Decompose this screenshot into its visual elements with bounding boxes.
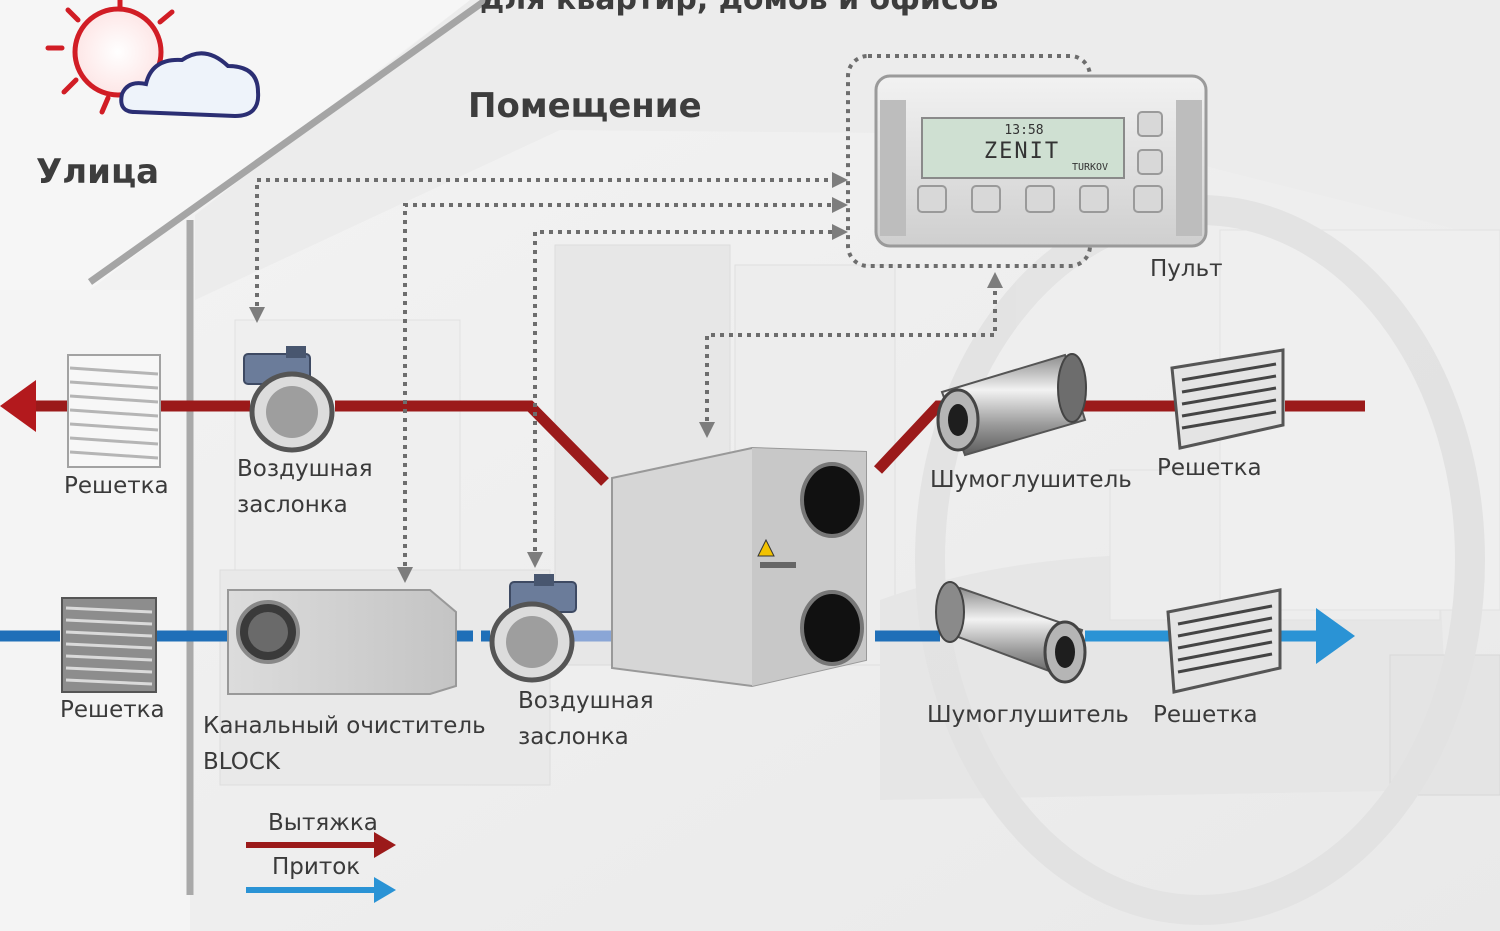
grille-top-room-label: Решетка — [1157, 455, 1262, 481]
supply-in-arrow — [1316, 608, 1355, 664]
damper-bottom-label-2: заслонка — [518, 724, 629, 750]
controller-label: Пульт — [1150, 256, 1223, 282]
duct-filter-block — [227, 589, 457, 695]
power-icon — [917, 185, 947, 213]
heat-recovery-unit — [611, 446, 867, 688]
exhaust-out-arrow — [0, 380, 36, 432]
air-damper-bottom — [489, 574, 577, 683]
legend-exhaust-label: Вытяжка — [268, 810, 378, 836]
grille-bottom-room-label: Решетка — [1153, 702, 1258, 728]
cloud-icon — [119, 51, 261, 119]
damper-top-label-2: заслонка — [237, 492, 348, 518]
grille-exhaust-outside-label: Решетка — [64, 473, 169, 499]
silencer-bottom-label: Шумоглушитель — [927, 702, 1129, 728]
zone-street-label: Улица — [36, 152, 160, 192]
grille-supply-outside-label: Решетка — [60, 697, 165, 723]
zone-room-label: Помещение — [468, 86, 702, 126]
supply-intake-grille — [61, 597, 157, 693]
check-icon — [1137, 149, 1163, 175]
exhaust-louver-grille — [67, 354, 161, 468]
controller-maker: TURKOV — [1072, 162, 1108, 173]
fan-icon — [971, 185, 1001, 213]
settings-icon — [1133, 185, 1163, 213]
zenit-controller — [874, 74, 1208, 248]
mode-icon — [1025, 185, 1055, 213]
room-grille-bottom — [1166, 588, 1282, 694]
damper-bottom-label-1: Воздушная — [518, 688, 654, 714]
silencer-top-label: Шумоглушитель — [930, 467, 1132, 493]
sun-icon — [45, 0, 175, 115]
silencer-bottom — [935, 581, 1087, 684]
roof-line — [87, 0, 492, 285]
air-damper-top — [243, 346, 335, 453]
damper-top-label-1: Воздушная — [237, 456, 373, 482]
legend-exhaust-arrow — [246, 832, 396, 858]
legend-supply-label: Приток — [272, 854, 361, 880]
warning-icon — [757, 538, 775, 557]
menu-icon — [1137, 111, 1163, 137]
silencer-top — [936, 353, 1087, 457]
controller-brand: ZENIT — [984, 139, 1060, 164]
controller-time: 13:58 — [1004, 123, 1043, 138]
diagram-title: для квартир, домов и офисов — [480, 0, 998, 17]
room-grille-top — [1170, 348, 1285, 450]
heat-icon — [1079, 185, 1109, 213]
legend-supply-arrow — [246, 877, 396, 903]
filter-label-2: BLOCK — [203, 749, 281, 775]
filter-label-1: Канальный очиститель — [203, 713, 486, 739]
